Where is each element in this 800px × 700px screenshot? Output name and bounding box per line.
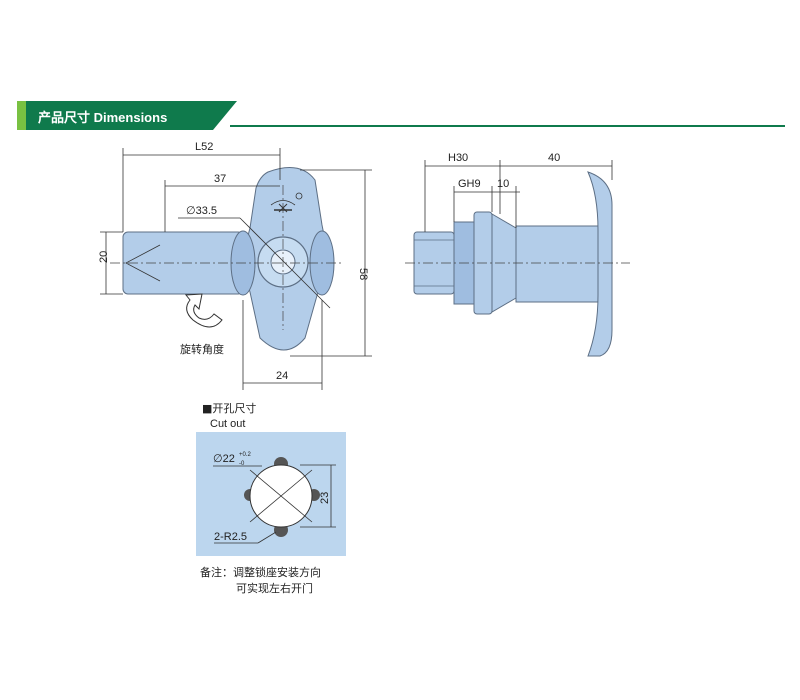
rotation-arrow-icon [185, 293, 223, 328]
dim-24-label: 24 [276, 370, 288, 382]
dim-l52-label: L52 [195, 141, 213, 153]
dim-20-label: 20 [98, 251, 110, 263]
dim-58-label: 58 [357, 268, 369, 280]
cutout-tol-lower: -0 [239, 461, 245, 467]
leader-radius [257, 531, 277, 544]
side-view: H30 40 GH9 10 [405, 152, 630, 357]
cutout-heading-cn: ■开孔尺寸 [202, 401, 256, 415]
shaft-notch [125, 244, 161, 282]
dim-40-label: 40 [548, 152, 560, 164]
dim-10-label: 10 [497, 178, 509, 190]
cutout-radius-label: 2-R2.5 [214, 531, 247, 543]
section-divider [230, 125, 785, 127]
dim-gh9-label: GH9 [458, 178, 481, 190]
cutout-heading-en: Cut out [210, 418, 245, 430]
note-line-2: 可实现左右开门 [236, 581, 313, 595]
dim-diameter-label: ∅33.5 [186, 205, 217, 217]
dim-h30-label: H30 [448, 152, 468, 164]
cutout-section: ■开孔尺寸 Cut out ∅22 +0.2 -0 23 2-R2.5 [196, 401, 346, 556]
cutout-tol-upper: +0.2 [239, 452, 252, 458]
cutout-23-label: 23 [319, 492, 331, 504]
side-handle [587, 171, 613, 357]
section-header-bar [17, 101, 237, 130]
leader-diameter [239, 217, 331, 309]
section-title: 产品尺寸 Dimensions [38, 110, 168, 125]
dim-37-label: 37 [214, 173, 226, 185]
side-body [515, 225, 601, 303]
cutout-diameter-label: ∅22 [213, 453, 235, 465]
rotation-label: 旋转角度 [180, 342, 224, 356]
note-line-1: 备注：调整锁座安装方向 [200, 565, 321, 579]
front-view: L52 37 ∅33.5 58 20 24 旋转角度 [98, 141, 372, 390]
section-header-accent [17, 101, 26, 130]
